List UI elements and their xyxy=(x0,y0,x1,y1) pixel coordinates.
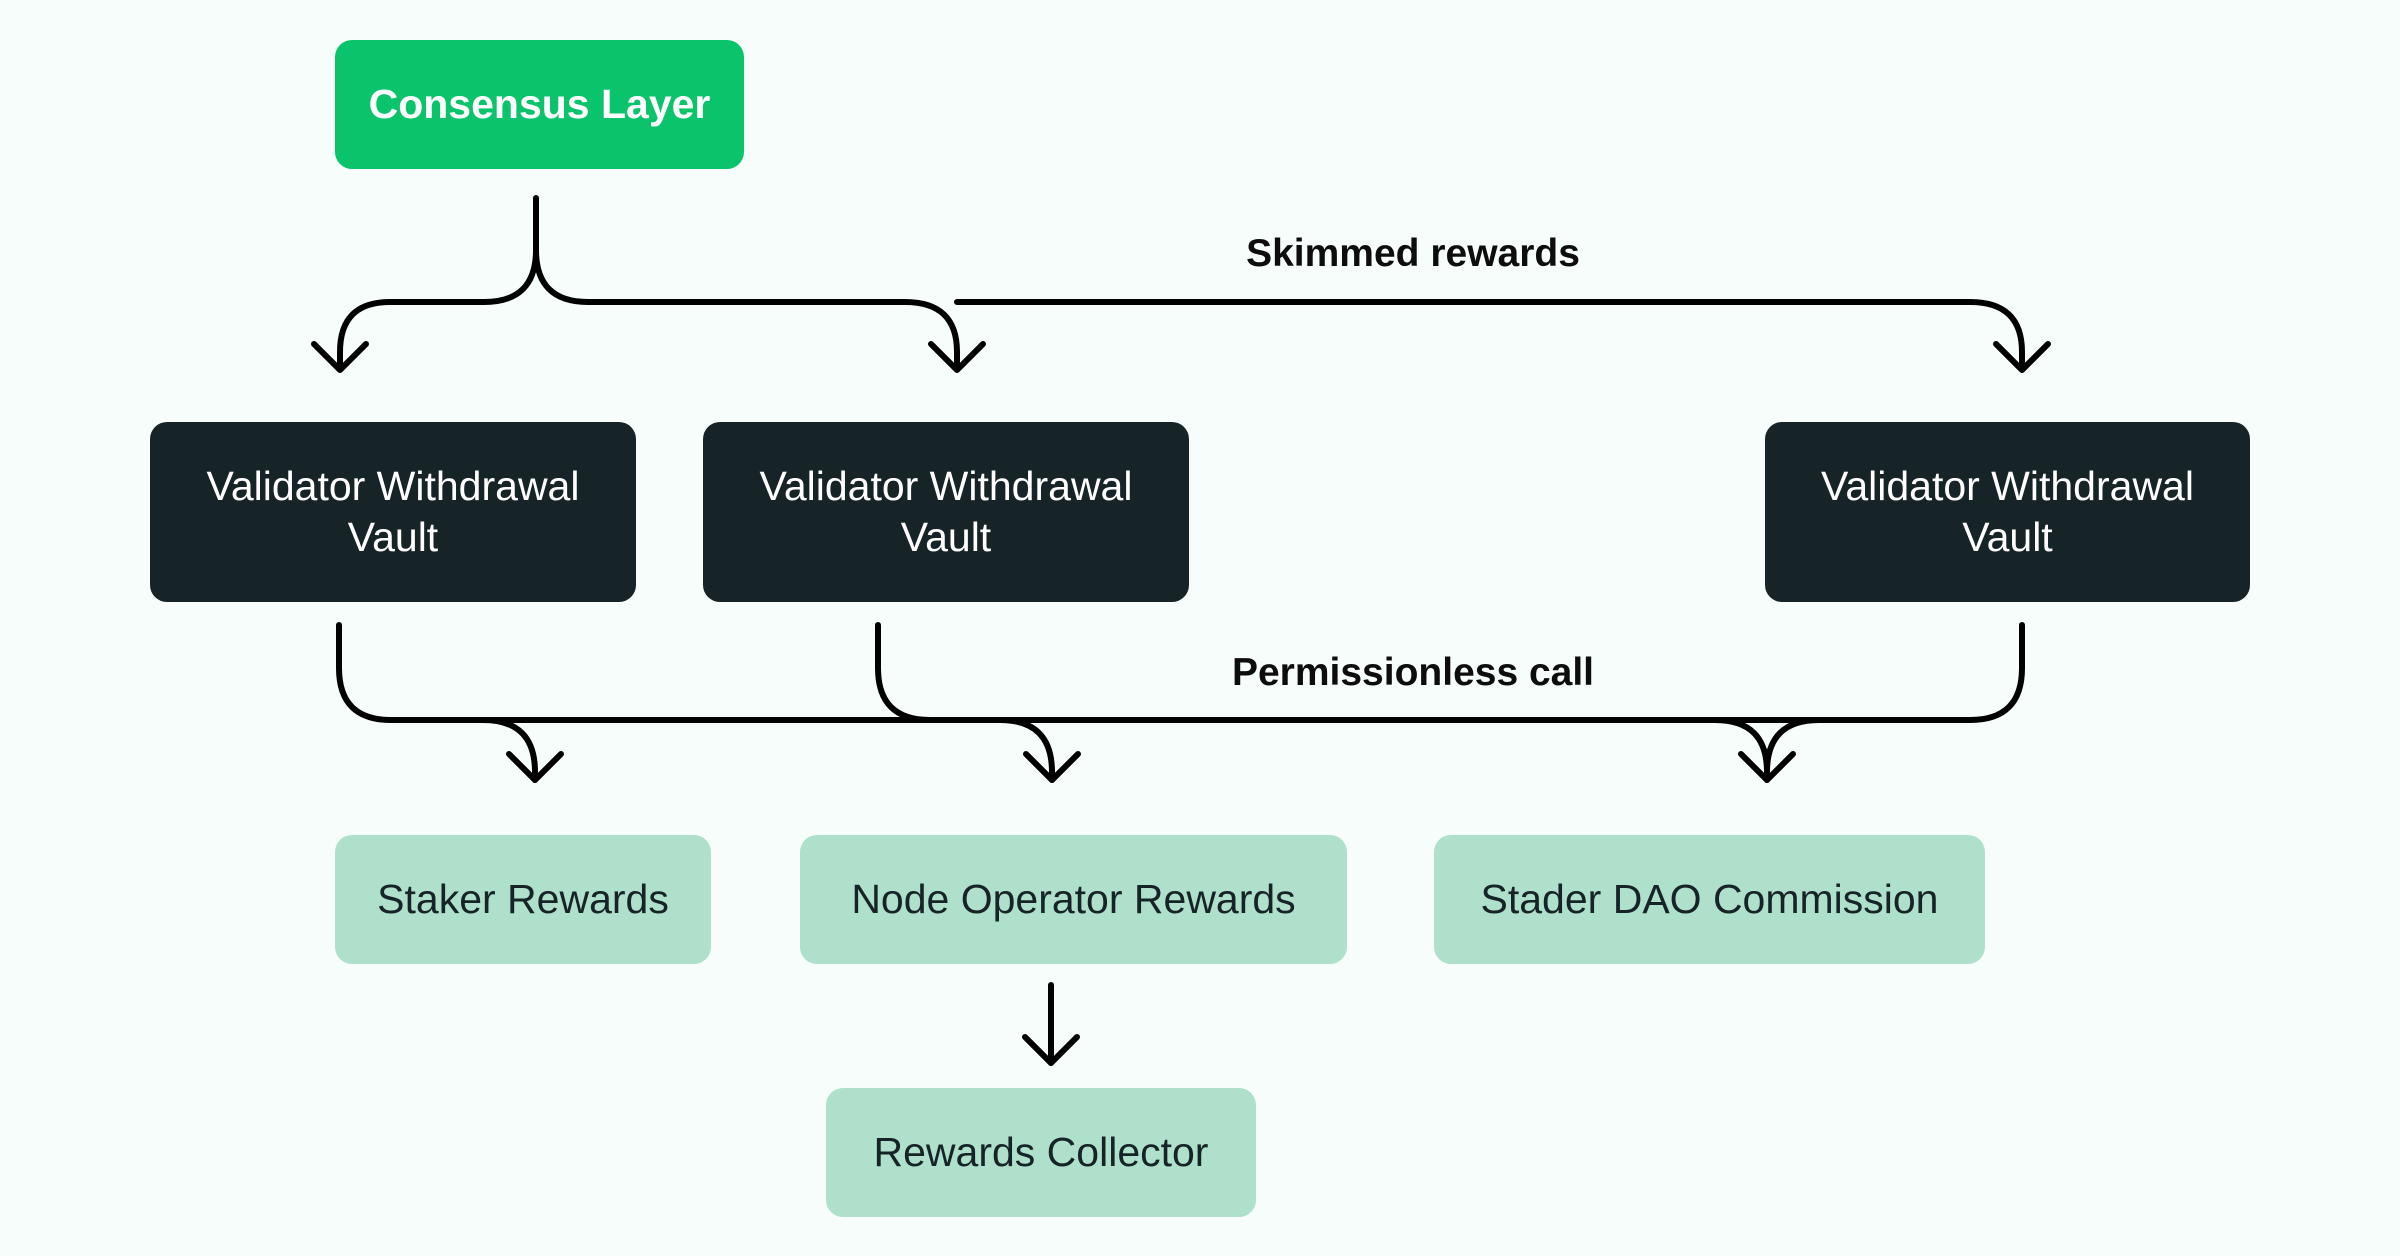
node-operator-rewards-node: Node Operator Rewards xyxy=(800,835,1347,964)
arrowhead-vault-2 xyxy=(928,341,986,373)
consensus-layer-label: Consensus Layer xyxy=(368,81,711,127)
node-operator-rewards-label: Node Operator Rewards xyxy=(851,876,1296,922)
rewards-collector-node: Rewards Collector xyxy=(826,1088,1256,1217)
arrow-vault-3-out xyxy=(1712,622,2025,723)
stader-dao-commission-node: Stader DAO Commission xyxy=(1434,835,1985,964)
arrow-consensus-to-vault-1 xyxy=(337,195,539,371)
vault-1-label: Validator Withdrawal Vault xyxy=(206,463,580,560)
arrow-vault-2-out xyxy=(875,622,1718,723)
stader-dao-commission-label: Stader DAO Commission xyxy=(1480,876,1939,922)
vault-2-label: Validator Withdrawal Vault xyxy=(759,463,1133,560)
arrowhead-rewards-collector xyxy=(1022,1034,1080,1066)
arrowhead-stader-dao-commission xyxy=(1738,751,1796,783)
arrowhead-node-operator-rewards xyxy=(1023,751,1081,783)
consensus-layer-node: Consensus Layer xyxy=(335,40,744,169)
arrow-to-node-operator-rewards xyxy=(997,717,1055,783)
arrow-to-staker-rewards xyxy=(480,717,538,783)
arrow-consensus-to-vault-3 xyxy=(954,299,2025,371)
skimmed-rewards-label: Skimmed rewards xyxy=(1246,232,1580,275)
arrow-to-stader-dao-commission-right xyxy=(1764,717,1822,775)
arrowhead-staker-rewards xyxy=(506,751,564,783)
rewards-collector-label: Rewards Collector xyxy=(873,1129,1209,1175)
vault-3-label: Validator Withdrawal Vault xyxy=(1821,463,2194,560)
permissionless-call-label: Permissionless call xyxy=(1231,651,1595,694)
validator-withdrawal-vault-1: Validator Withdrawal Vault xyxy=(150,422,636,602)
staker-rewards-label: Staker Rewards xyxy=(377,876,669,922)
arrowhead-vault-3 xyxy=(1993,341,2051,373)
validator-withdrawal-vault-3: Validator Withdrawal Vault xyxy=(1765,422,2250,602)
arrowhead-vault-1 xyxy=(311,341,369,373)
arrow-vault-1-out xyxy=(336,622,1183,723)
arrow-consensus-to-vault-2 xyxy=(533,247,960,371)
validator-withdrawal-vault-2: Validator Withdrawal Vault xyxy=(703,422,1189,602)
staker-rewards-node: Staker Rewards xyxy=(335,835,711,964)
